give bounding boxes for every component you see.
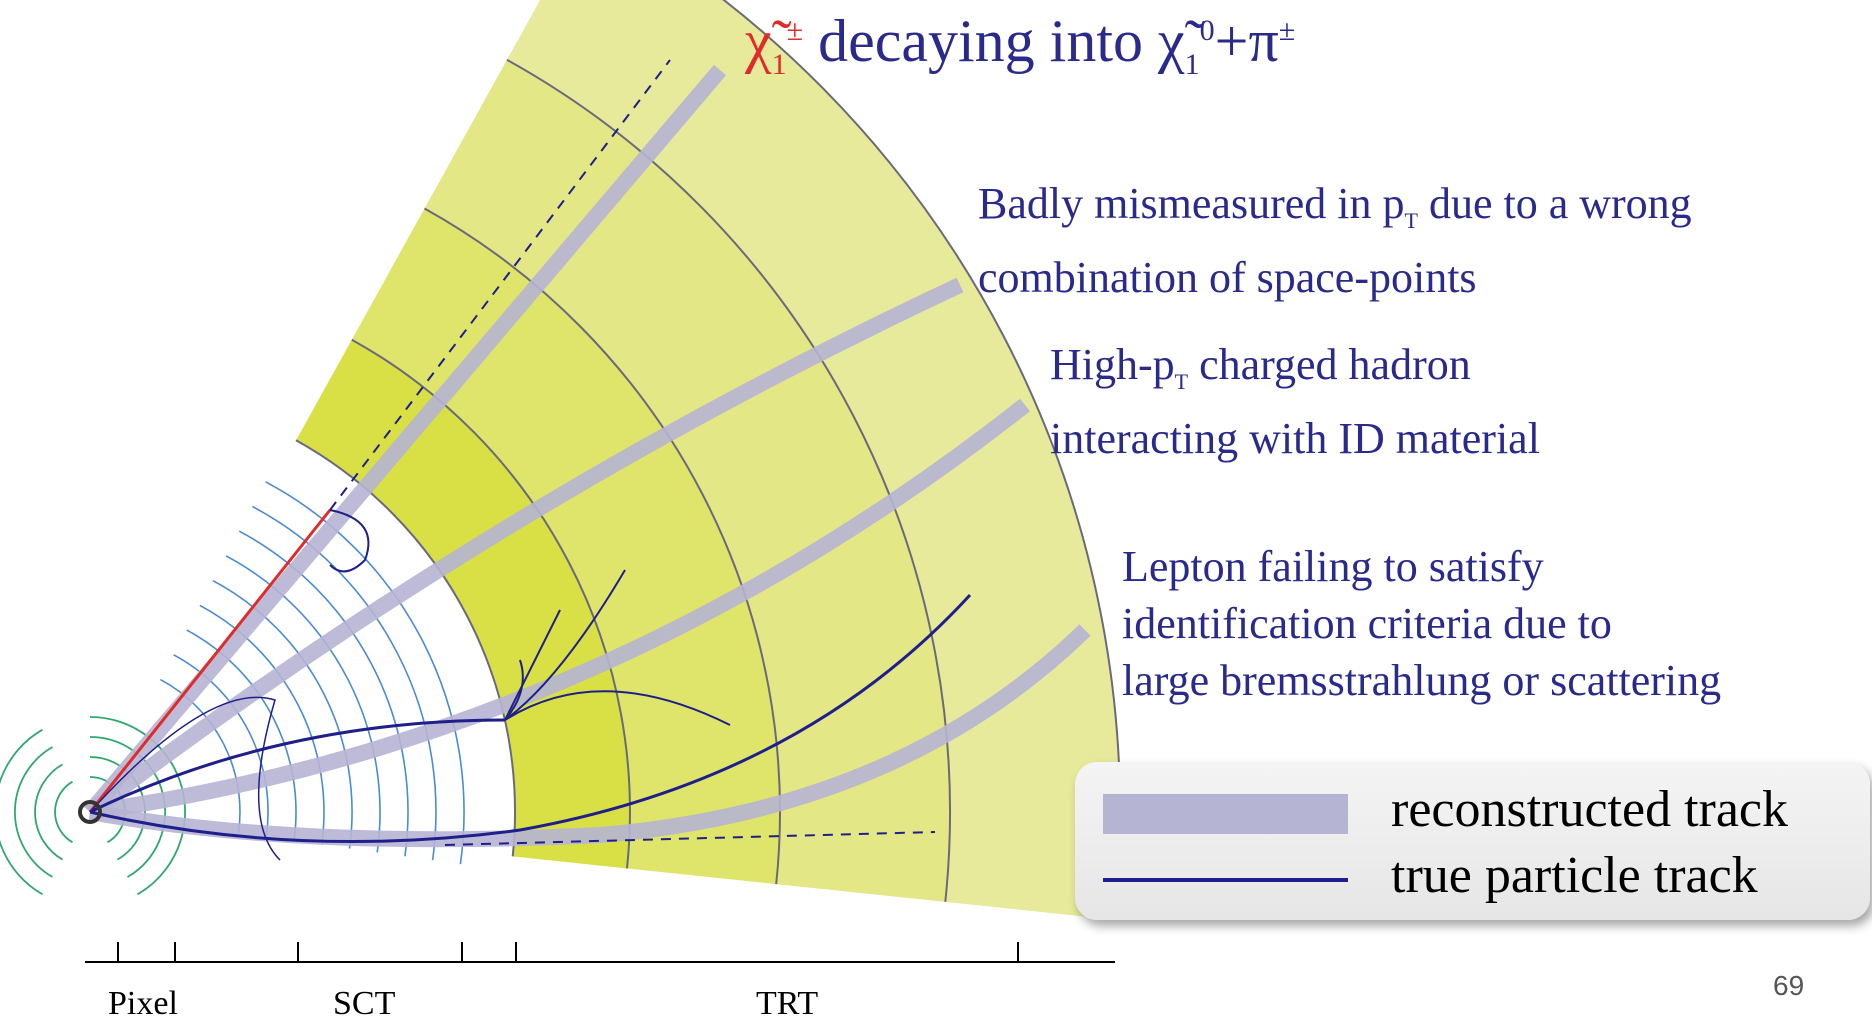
annotation-line: identification criteria due to: [1122, 599, 1612, 648]
sct-layer-arc: [186, 629, 297, 841]
sct-layer-arc: [173, 654, 269, 837]
legend-label-reconstructed: reconstructed track: [1391, 781, 1789, 838]
neutralino-symbol: χ̃10: [1158, 8, 1215, 81]
legend: reconstructed track true particle track: [1075, 762, 1870, 920]
reconstructed-tracks: [83, 64, 1091, 848]
pion-curl-track: [329, 509, 370, 573]
reconstructed-track-line: [88, 624, 1091, 848]
sct-layer-arc: [199, 604, 325, 845]
sct-layer-arc: [212, 579, 353, 849]
annotation-line: large bremsstrahlung or scattering: [1122, 656, 1722, 705]
pixel-layer-arc: [0, 728, 43, 896]
sct-layer-arc: [225, 555, 381, 853]
title-tail: +π: [1214, 8, 1279, 74]
chargino-symbol: χ̃1±: [745, 8, 804, 81]
hadron-secondary-track: [504, 609, 561, 721]
hadron-true-track: [89, 718, 506, 814]
legend-label-true: true particle track: [1391, 847, 1758, 904]
sct-layers: [160, 481, 465, 865]
annotation-line: High-pT charged hadron: [1050, 340, 1471, 394]
sct-layer-arc: [160, 678, 241, 834]
pixel-layer-arc: [14, 746, 53, 878]
chargino-track-segment: [88, 509, 332, 813]
sct-label: SCT: [333, 985, 396, 1022]
interaction-vertex: [78, 800, 102, 824]
hadron-secondary-track: [504, 569, 626, 721]
pixel-layer-arc: [54, 780, 73, 844]
diagram-title: χ̃1± decaying into χ̃10+π±: [745, 8, 1295, 81]
reconstructed-track-line: [88, 398, 1030, 820]
title-middle: decaying into: [803, 8, 1159, 74]
pixel-layer-arc: [89, 716, 186, 896]
lepton-true-track: [89, 593, 972, 844]
reconstructed-track-swatch: [1103, 794, 1348, 834]
annotation-line: Badly mismeasured in pT due to a wrong: [978, 179, 1692, 233]
legend-item-reconstructed: reconstructed track: [1075, 780, 1870, 840]
trt-band-3: [506, 0, 1120, 920]
hadron-secondary-track: [504, 659, 524, 721]
trt-boundary-1: [351, 338, 631, 869]
low-pt-looper-track: [89, 696, 281, 861]
trt-boundary-0: [295, 439, 516, 857]
hadron-secondary-track: [504, 690, 731, 726]
trt-region: [295, 0, 1122, 920]
pixel-layer-arc: [34, 763, 63, 861]
page-number: 69: [1773, 970, 1805, 1001]
true-particle-tracks: [78, 59, 972, 861]
detector-axis: [85, 942, 1115, 963]
photon-dashed-track: [444, 831, 936, 846]
reconstructed-track-line: [83, 64, 727, 818]
annotation-hadron: High-pT charged hadron interacting with …: [1050, 336, 1540, 467]
annotation-line: Lepton failing to satisfy: [1122, 542, 1544, 591]
trt-label: TRT: [756, 985, 819, 1022]
trt-boundary-3: [506, 58, 951, 903]
sct-layer-arc: [252, 505, 437, 861]
annotation-line: combination of space-points: [978, 252, 1477, 302]
true-track-swatch: [1103, 878, 1348, 882]
neutralino-dashed-track: [329, 59, 671, 511]
pixel-label: Pixel: [108, 985, 178, 1022]
trt-boundary-4: [722, 0, 1122, 920]
pion-charge: ±: [1278, 14, 1296, 47]
legend-item-true: true particle track: [1075, 846, 1870, 906]
annotation-lepton: Lepton failing to satisfy identification…: [1122, 538, 1721, 709]
annotation-mismeasured: Badly mismeasured in pT due to a wrong c…: [978, 175, 1692, 306]
reconstructed-track-line: [85, 277, 964, 819]
sct-layer-arc: [238, 530, 409, 857]
sct-layer-arc: [265, 481, 465, 865]
trt-boundary-2: [424, 207, 781, 885]
annotation-line: interacting with ID material: [1050, 413, 1540, 463]
